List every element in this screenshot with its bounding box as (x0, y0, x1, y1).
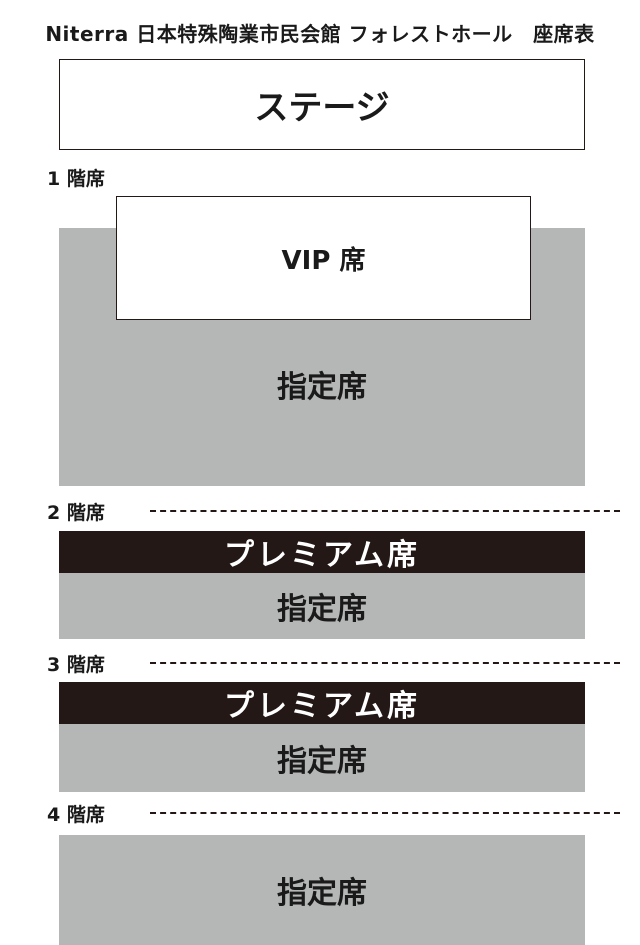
stage: ステージ (59, 59, 585, 150)
floor-3-premium-area: プレミアム席 (59, 682, 585, 724)
floor-4-divider (150, 812, 620, 814)
floor-4-reserved-area: 指定席 (59, 835, 585, 945)
floor-3-label: 3 階席 (47, 654, 105, 676)
floor-3-reserved-label: 指定席 (277, 744, 367, 779)
floor-4-label: 4 階席 (47, 804, 105, 826)
floor-2-divider (150, 510, 620, 512)
floor-2-label: 2 階席 (47, 502, 105, 524)
floor-3-premium-label: プレミアム席 (224, 689, 420, 724)
seating-chart-title: Niterra 日本特殊陶業市民会館 フォレストホール 座席表 (45, 22, 595, 46)
floor-3-divider (150, 662, 620, 664)
floor-2-premium-label: プレミアム席 (224, 538, 420, 573)
floor-2-premium-area: プレミアム席 (59, 531, 585, 573)
floor-1-label: 1 階席 (47, 168, 105, 190)
floor-1-vip-label: VIP 席 (281, 245, 366, 276)
floor-3-reserved-area: 指定席 (59, 724, 585, 792)
floor-2-reserved-area: 指定席 (59, 573, 585, 639)
floor-4-reserved-label: 指定席 (277, 876, 367, 911)
floor-1-vip-area: VIP 席 (116, 196, 531, 320)
floor-1-reserved-label: 指定席 (277, 370, 367, 405)
floor-2-reserved-label: 指定席 (277, 592, 367, 627)
stage-label: ステージ (254, 88, 390, 128)
